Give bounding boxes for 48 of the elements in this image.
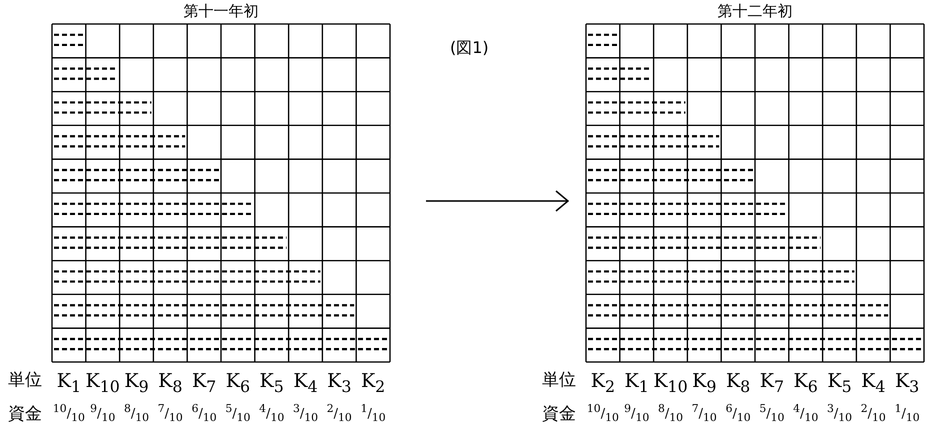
arrow: [426, 190, 569, 212]
fund-fraction: $^{4}$/$_{10}$: [793, 404, 818, 424]
unit-label: K$_{4}$: [293, 372, 318, 395]
fund-fraction: $^{1}$/$_{10}$: [360, 404, 386, 424]
row-header: 資金: [542, 406, 576, 423]
unit-label: K$_{2}$: [360, 372, 386, 395]
fund-fraction: $^{3}$/$_{10}$: [826, 404, 852, 424]
unit-label: K$_{5}$: [260, 372, 284, 395]
unit-label: K$_{3}$: [327, 372, 352, 395]
unit-label: K$_{8}$: [158, 372, 182, 395]
unit-label: K$_{3}$: [894, 372, 920, 395]
row-header: 資金: [8, 406, 42, 423]
unit-label: K$_{10}$: [653, 372, 688, 395]
grid-heading: 第十一年初: [184, 2, 258, 21]
fund-fraction: $^{4}$/$_{10}$: [259, 404, 284, 424]
fund-fraction: $^{5}$/$_{10}$: [225, 404, 250, 424]
fund-fraction: $^{3}$/$_{10}$: [292, 404, 318, 424]
fund-fraction: $^{10}$/$_{10}$: [52, 404, 85, 424]
fund-fraction: $^{8}$/$_{10}$: [124, 404, 150, 424]
unit-label: K$_{7}$: [192, 372, 216, 395]
unit-label: K$_{2}$: [590, 372, 616, 395]
unit-label: K$_{9}$: [124, 372, 149, 395]
fund-fraction: $^{1}$/$_{10}$: [894, 404, 920, 424]
unit-label: K$_{6}$: [226, 372, 250, 395]
unit-label: K$_{1}$: [56, 372, 82, 395]
fund-fraction: $^{6}$/$_{10}$: [192, 404, 217, 424]
fund-fraction: $^{10}$/$_{10}$: [586, 404, 619, 424]
grid-heading: 第十二年初: [718, 2, 792, 21]
fund-fraction: $^{5}$/$_{10}$: [759, 404, 784, 424]
row-header: 単位: [8, 372, 42, 389]
unit-label: K$_{8}$: [726, 372, 750, 395]
unit-label: K$_{10}$: [86, 372, 120, 395]
row-header: 単位: [542, 372, 576, 389]
unit-label: K$_{5}$: [827, 372, 852, 395]
fund-fraction: $^{7}$/$_{10}$: [158, 404, 183, 424]
unit-label: K$_{9}$: [692, 372, 716, 395]
fund-fraction: $^{6}$/$_{10}$: [726, 404, 751, 424]
fund-fraction: $^{2}$/$_{10}$: [860, 404, 886, 424]
fund-fraction: $^{2}$/$_{10}$: [326, 404, 352, 424]
fund-fraction: $^{8}$/$_{10}$: [658, 404, 684, 424]
figure-number: (図1): [450, 40, 489, 56]
fund-fraction: $^{9}$/$_{10}$: [624, 404, 650, 424]
fund-fraction: $^{9}$/$_{10}$: [90, 404, 116, 424]
unit-label: K$_{4}$: [861, 372, 886, 395]
unit-label: K$_{7}$: [760, 372, 784, 395]
unit-label: K$_{6}$: [794, 372, 818, 395]
unit-label: K$_{1}$: [624, 372, 649, 395]
fund-fraction: $^{7}$/$_{10}$: [692, 404, 717, 424]
